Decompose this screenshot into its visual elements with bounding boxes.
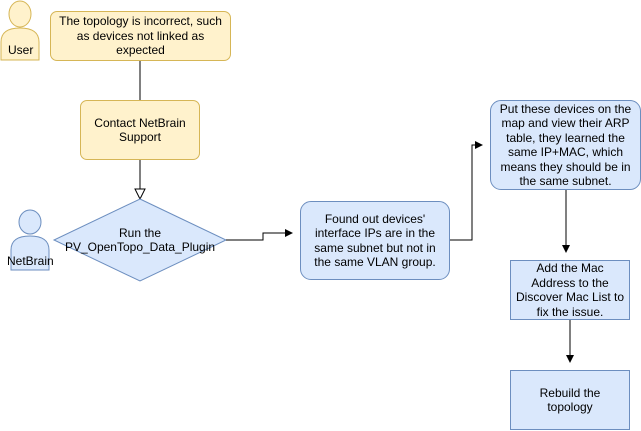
problem-node: The topology is incorrect, such as devic…: [50, 11, 231, 61]
netbrain-actor-icon: [10, 209, 50, 271]
problem-node-text: The topology is incorrect, such as devic…: [59, 14, 222, 58]
user-actor-label: User: [8, 43, 34, 57]
run-plugin-node-text: Run the PV_OpenTopo_Data_Plugin: [64, 225, 216, 255]
contact-support-node: Contact NetBrain Support: [80, 100, 200, 160]
connector-found-to-put-devices: [450, 141, 483, 241]
connector-contact-to-plugin: [134, 160, 146, 201]
put-devices-node-text: Put these devices on the map and view th…: [499, 101, 632, 189]
contact-support-node-text: Contact NetBrain Support: [94, 115, 186, 145]
run-plugin-decision-shape: [52, 198, 228, 282]
connector-plugin-to-found: [226, 229, 293, 241]
rebuild-topology-node-text: Rebuild the topology: [539, 385, 601, 415]
add-mac-node-text: Add the Mac Address to the Discover Mac …: [515, 261, 625, 319]
put-devices-node: Put these devices on the map and view th…: [490, 100, 641, 190]
rebuild-topology-node: Rebuild the topology: [510, 370, 630, 430]
user-actor-icon: [0, 0, 40, 61]
found-out-node-text: Found out devices' interface IPs are in …: [314, 211, 436, 270]
netbrain-actor-label: NetBrain: [7, 254, 54, 268]
run-plugin-node: Run the PV_OpenTopo_Data_Plugin: [54, 223, 226, 257]
add-mac-node: Add the Mac Address to the Discover Mac …: [510, 260, 630, 320]
found-out-node: Found out devices' interface IPs are in …: [300, 201, 450, 280]
